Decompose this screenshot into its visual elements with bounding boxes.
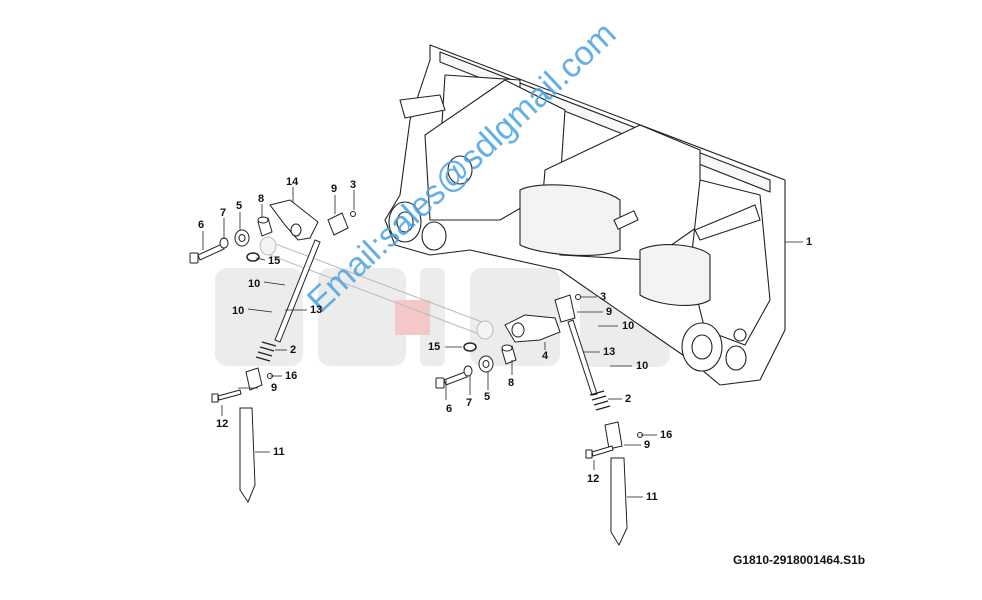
callout-9: 9 <box>271 382 278 394</box>
callout-12: 12 <box>216 418 229 430</box>
drawing-code: G1810-2918001464.S1b <box>733 553 866 567</box>
callout-13: 13 <box>310 304 323 316</box>
callout-15: 15 <box>268 255 281 267</box>
callout-10: 10 <box>248 278 261 290</box>
callout-12: 12 <box>587 473 600 485</box>
callout-9: 9 <box>331 183 338 195</box>
callout-9: 9 <box>606 306 613 318</box>
callout-11: 11 <box>273 446 285 458</box>
callout-15: 15 <box>428 341 441 353</box>
callout-2: 2 <box>625 393 632 405</box>
callout-3: 3 <box>350 179 357 191</box>
callout-10: 10 <box>636 360 649 372</box>
cross-shaft <box>259 236 494 340</box>
leader-lines <box>202 187 803 498</box>
callout-3: 3 <box>600 291 607 303</box>
callout-16: 16 <box>660 429 673 441</box>
callout-6: 6 <box>446 403 453 415</box>
callout-11: 11 <box>646 491 658 503</box>
callout-10: 10 <box>622 320 635 332</box>
callout-10: 10 <box>232 305 245 317</box>
callout-7: 7 <box>466 397 473 409</box>
callout-6: 6 <box>198 219 205 231</box>
quick-coupler-frame <box>384 44 786 386</box>
callout-8: 8 <box>258 193 265 205</box>
callout-2: 2 <box>290 344 297 356</box>
callout-14: 14 <box>286 176 299 188</box>
callout-8: 8 <box>508 377 515 389</box>
watermark-logo <box>215 262 670 367</box>
callout-5: 5 <box>484 391 491 403</box>
callout-5: 5 <box>236 200 243 212</box>
right-linkage <box>435 294 643 547</box>
callout-13: 13 <box>603 346 616 358</box>
callout-4: 4 <box>542 350 549 362</box>
left-linkage <box>189 199 356 504</box>
callout-7: 7 <box>220 207 227 219</box>
callout-16: 16 <box>285 370 298 382</box>
callout-9: 9 <box>644 439 651 451</box>
callout-1: 1 <box>806 236 813 248</box>
